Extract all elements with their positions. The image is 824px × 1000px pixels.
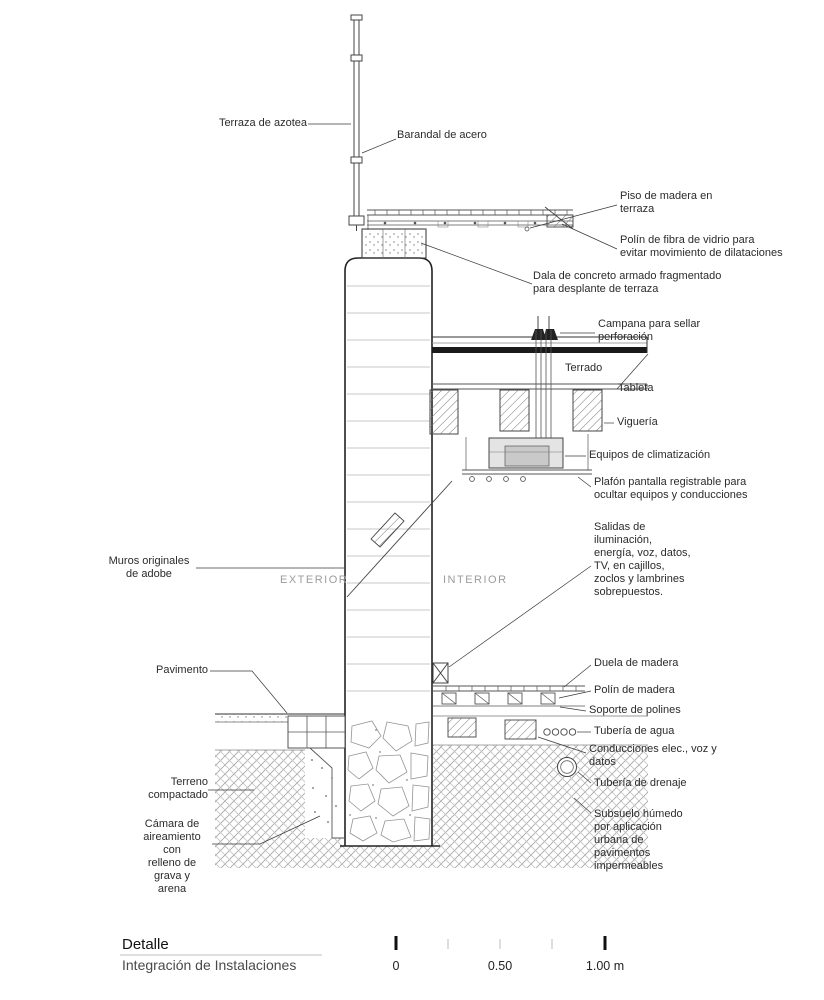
stone-foundation	[340, 720, 440, 847]
gravel-fill	[311, 759, 337, 823]
label-tableta: Tableta	[618, 382, 654, 394]
label-dala-concreto: Dala de concreto armado fragmentado para…	[533, 270, 722, 295]
label-vigueria: Viguería	[617, 416, 658, 428]
scale-label-zero: 0	[392, 959, 400, 973]
campana-seal	[531, 316, 558, 340]
label-terreno-compactado: Terreno compactado	[148, 776, 208, 801]
label-terrado: Terrado	[565, 362, 603, 374]
underfloor-services	[447, 717, 577, 777]
label-conducciones: Conducciones elec., voz y datos	[589, 743, 717, 768]
water-pipes	[543, 728, 577, 736]
concrete-dala	[361, 228, 427, 259]
label-soporte-polines: Soporte de polines	[589, 704, 681, 716]
steel-railing	[348, 14, 365, 231]
label-polin-fibra: Polín de fibra de vidrio para evitar mov…	[620, 234, 783, 259]
label-pavimento: Pavimento	[156, 664, 208, 676]
adobe-wall	[344, 257, 433, 846]
label-equipos-climatizacion: Equipos de climatización	[589, 449, 711, 461]
vigueria-beams	[429, 389, 603, 435]
label-salidas: Salidas de iluminación, energía, voz, da…	[594, 521, 691, 598]
wall-diagonal-conduit	[346, 480, 453, 598]
interior-wood-floor	[433, 685, 648, 717]
sheet-subtitle: Integración de Instalaciones	[122, 957, 297, 973]
zoclo-box	[432, 662, 449, 684]
drain-pipe	[557, 757, 577, 777]
scale-label-half: 0.50	[487, 959, 513, 973]
exterior-pavement	[215, 713, 346, 839]
label-barandal: Barandal de acero	[397, 129, 487, 141]
label-camara-aireamiento: Cámara de aireamiento con relleno de gra…	[143, 818, 201, 895]
zone-exterior: EXTERIOR	[280, 574, 349, 586]
roof-slab-assembly	[432, 336, 648, 390]
plafon-panel	[462, 434, 592, 482]
label-tuberia-drenaje: Tubería de drenaje	[594, 777, 687, 789]
leader-lines	[196, 123, 649, 845]
label-tuberia-agua: Tubería de agua	[594, 725, 675, 737]
label-muros-adobe: Muros originales de adobe	[108, 555, 190, 580]
scale-label-one-meter: 1.00 m	[585, 959, 625, 973]
label-subsuelo: Subsuelo húmedo por aplicación urbana de…	[594, 808, 683, 872]
label-plafon: Plafón pantalla registrable para ocultar…	[594, 476, 748, 501]
label-terraza-azotea: Terraza de azotea	[218, 117, 307, 129]
label-polin-madera: Polín de madera	[594, 684, 675, 696]
hvac-equipment	[488, 437, 564, 469]
label-piso-madera: Piso de madera en terraza	[620, 190, 713, 215]
vertical-conduits	[535, 330, 552, 438]
zone-interior: INTERIOR	[443, 574, 508, 586]
soil-hatch-regions	[215, 744, 648, 868]
label-campana: Campana para sellar perforación	[598, 318, 701, 343]
terrace-deck	[367, 206, 574, 230]
label-duela-madera: Duela de madera	[594, 657, 679, 669]
scale-bar	[394, 936, 607, 950]
sheet-title: Detalle	[122, 936, 169, 953]
